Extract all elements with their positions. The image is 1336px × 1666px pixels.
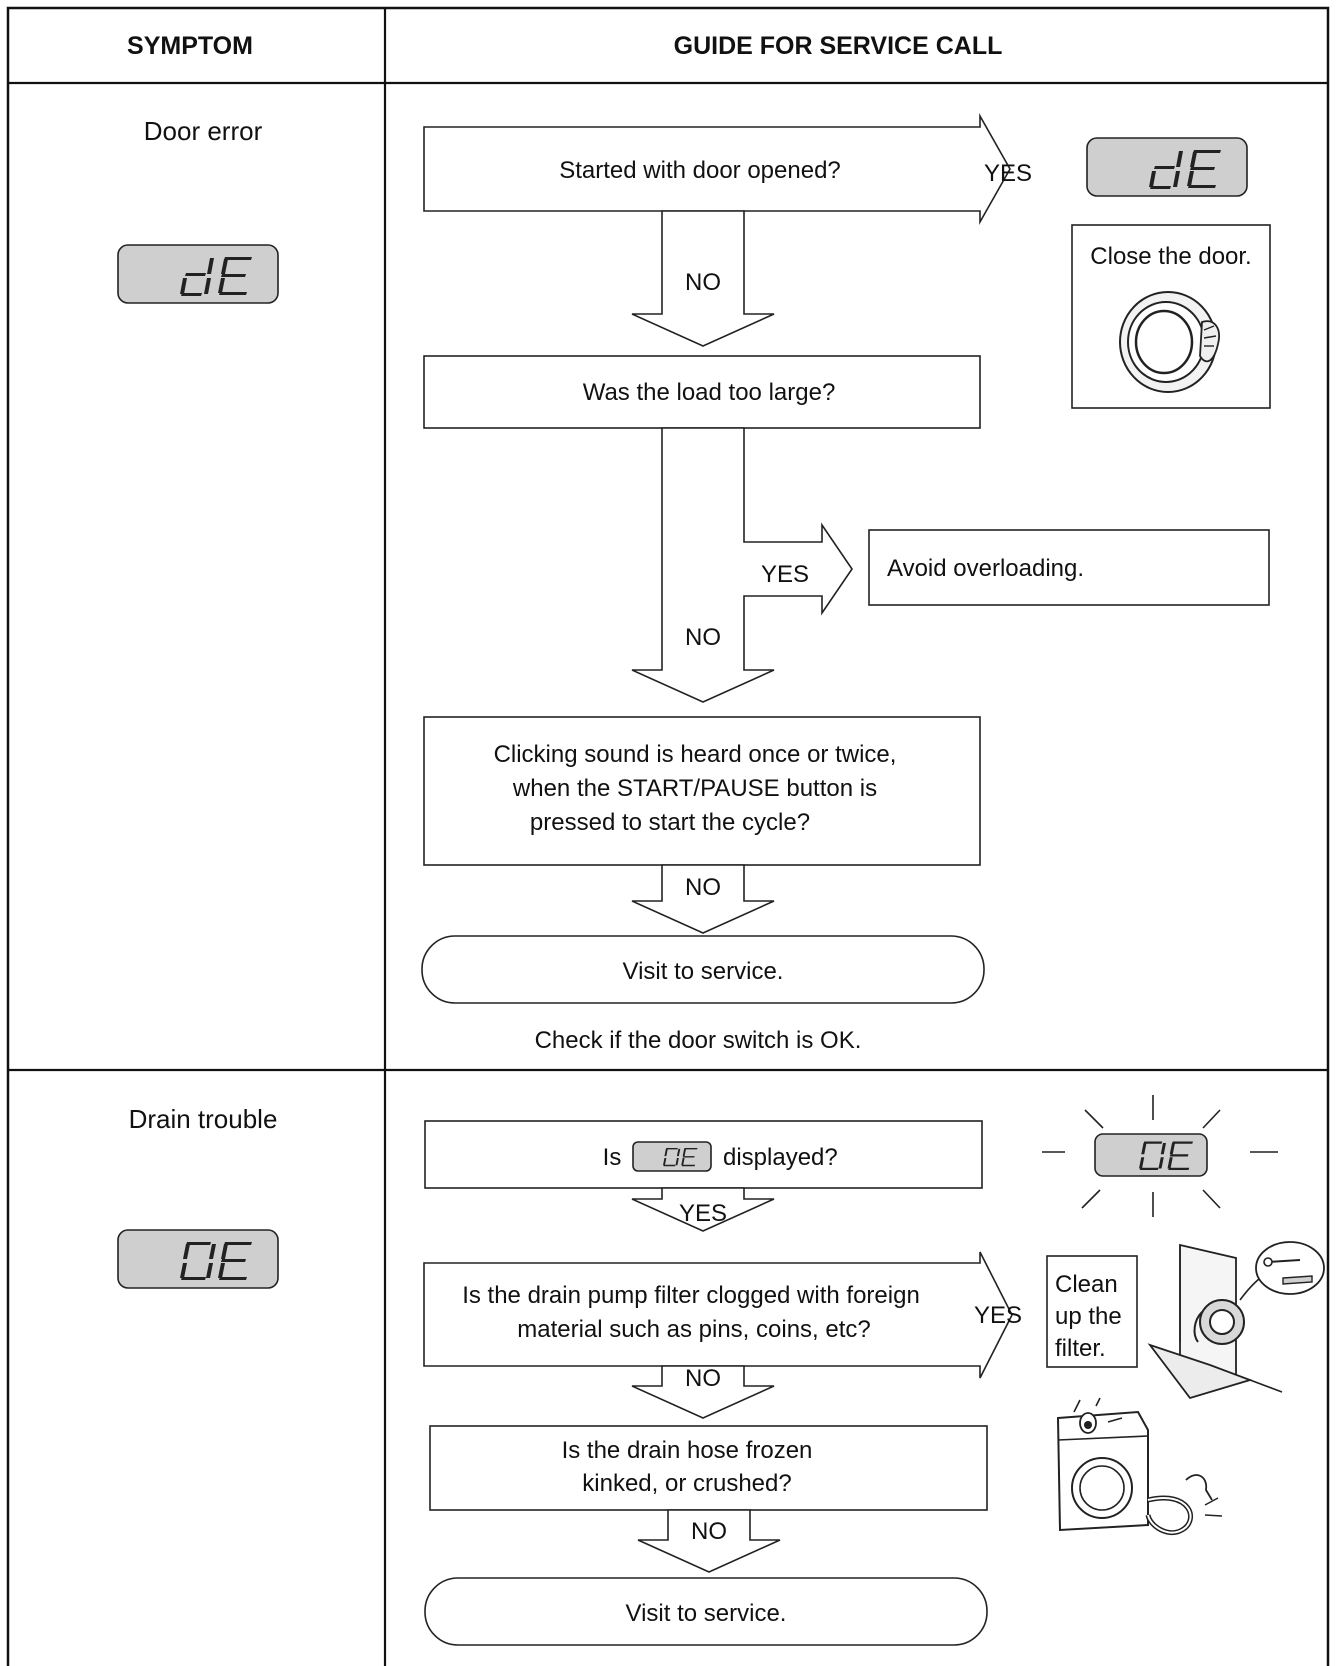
- washer-hose-icon: [1056, 1397, 1223, 1536]
- note-door-switch: Check if the door switch is OK.: [535, 1027, 862, 1054]
- question-oe-prefix: Is: [603, 1144, 622, 1171]
- no-label: NO: [685, 874, 721, 901]
- terminal-visit-service: [424, 1577, 988, 1646]
- header-guide: GUIDE FOR SERVICE CALL: [674, 32, 1003, 60]
- lcd-display-oe: [117, 1229, 279, 1289]
- yes-label: YES: [974, 1302, 1022, 1329]
- yes-label: YES: [679, 1200, 727, 1227]
- action-clean-filter-line-1: Clean: [1055, 1271, 1118, 1298]
- header-symptom: SYMPTOM: [127, 32, 253, 60]
- arrow-down-yes-1: [631, 1187, 775, 1232]
- terminal-visit-service: [421, 935, 985, 1004]
- question-clicking-sound-line-1: Clicking sound is heard once or twice,: [494, 741, 897, 768]
- arrow-down-no-1: [631, 210, 775, 347]
- question-box-clicking-sound: [423, 716, 981, 866]
- question-box-filter-clogged: [423, 1251, 1013, 1379]
- action-box-avoid-overloading: [868, 529, 1270, 606]
- question-clicking-sound-line-3: pressed to start the cycle?: [530, 809, 810, 836]
- no-label: NO: [685, 624, 721, 651]
- no-label: NO: [685, 1365, 721, 1392]
- question-filter-line-1: Is the drain pump filter clogged with fo…: [462, 1282, 920, 1309]
- arrow-down-no-filter: [631, 1365, 775, 1419]
- action-clean-filter-line-2: up the: [1055, 1303, 1122, 1330]
- arrow-down-no-3: [631, 864, 775, 934]
- action-close-door: Close the door.: [1090, 243, 1251, 270]
- no-label: NO: [691, 1518, 727, 1545]
- question-hose-line-2: kinked, or crushed?: [582, 1470, 791, 1497]
- action-box-clean-filter: [1046, 1255, 1138, 1368]
- action-avoid-overloading: Avoid overloading.: [887, 555, 1084, 582]
- question-box-door-opened: [423, 112, 1011, 226]
- row-door-error: Door error Started with door opened?: [117, 112, 1271, 1054]
- question-door-opened: Started with door opened?: [559, 157, 841, 184]
- question-oe-suffix: displayed?: [723, 1144, 838, 1171]
- question-hose-line-1: Is the drain hose frozen: [562, 1437, 813, 1464]
- row-drain-trouble: Drain trouble Is: [117, 1095, 1325, 1646]
- symptom-label: Drain trouble: [129, 1104, 278, 1134]
- yes-label: YES: [984, 160, 1032, 187]
- question-load-large: Was the load too large?: [583, 379, 836, 406]
- lcd-display-de-result: [1086, 137, 1248, 197]
- question-clicking-sound-line-2: when the START/PAUSE button is: [512, 775, 877, 802]
- terminal-visit-service-label: Visit to service.: [626, 1600, 787, 1627]
- symptom-label: Door error: [144, 116, 263, 146]
- lcd-display-de: [117, 244, 279, 304]
- question-box-load-large: [423, 355, 981, 429]
- lcd-inline-oe: [632, 1141, 712, 1172]
- terminal-visit-service-label: Visit to service.: [623, 958, 784, 985]
- drain-filter-icon: [1147, 1241, 1325, 1400]
- table-grid: [6, 6, 1330, 1666]
- lcd-display-oe-blinking: [1042, 1095, 1278, 1217]
- arrow-down-no-hose: [637, 1509, 781, 1573]
- question-box-hose-frozen: [429, 1425, 988, 1511]
- yes-label: YES: [761, 561, 809, 588]
- action-clean-filter-line-3: filter.: [1055, 1335, 1106, 1362]
- question-filter-line-2: material such as pins, coins, etc?: [517, 1316, 871, 1343]
- arrow-down-no-2-and-yes: [631, 427, 853, 703]
- washer-door-icon: [1119, 291, 1220, 393]
- no-label: NO: [685, 269, 721, 296]
